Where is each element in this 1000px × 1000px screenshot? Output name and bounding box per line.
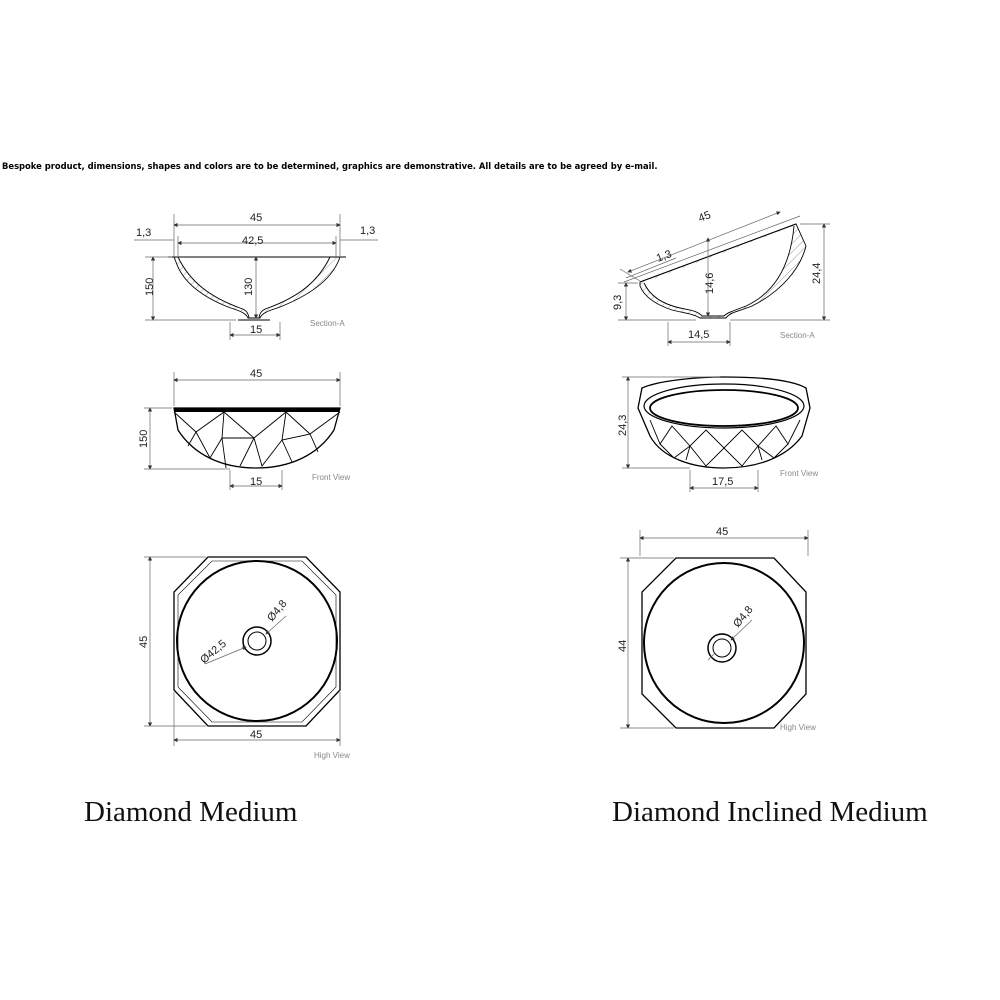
inclined-top-label: High View — [780, 723, 816, 732]
section-height-dim: 150 — [144, 278, 156, 296]
inclined-section-base-dim: 14,5 — [688, 329, 709, 341]
disclaimer-text: Bespoke product, dimensions, shapes and … — [2, 161, 658, 171]
section-width-dim: 45 — [250, 212, 262, 224]
top-width-dim: 45 — [250, 729, 262, 741]
section-inner-height-dim: 130 — [243, 278, 255, 296]
inclined-section-height-dim: 24,4 — [811, 263, 823, 284]
front-height-dim: 150 — [138, 430, 150, 448]
front-base-dim: 15 — [250, 476, 262, 488]
diamond-inclined-section-view: 45 1,3 9,3 14,6 24,4 14,5 Section-A — [612, 209, 830, 346]
inclined-front-label: Front View — [780, 469, 818, 478]
diamond-medium-section-view: 45 42,5 1,3 1,3 150 130 15 Section-A — [134, 212, 378, 340]
inclined-section-inner-height-dim: 14,6 — [704, 273, 716, 294]
top-height-dim: 45 — [138, 636, 150, 648]
front-width-dim: 45 — [250, 368, 262, 380]
inclined-section-low-height-dim: 9,3 — [612, 295, 624, 310]
diamond-medium-top-view: 45 45 Ø42,5 Ø4,8 High View — [138, 556, 350, 760]
inclined-section-width-dim: 45 — [697, 209, 713, 225]
inclined-section-rim-dim: 1,3 — [655, 248, 674, 265]
section-rim-right-dim: 1,3 — [360, 225, 375, 237]
diamond-inclined-front-view: 24,3 17,5 Front View — [617, 376, 818, 492]
inclined-front-base-dim: 17,5 — [712, 476, 733, 488]
inclined-front-height-dim: 24,3 — [617, 415, 629, 436]
inclined-section-label: Section-A — [780, 331, 815, 340]
section-rim-left-dim: 1,3 — [136, 227, 151, 239]
inclined-top-height-dim: 44 — [617, 640, 629, 652]
section-base-dim: 15 — [250, 324, 262, 336]
product-title-diamond-inclined-medium: Diamond Inclined Medium — [612, 796, 928, 828]
diamond-inclined-top-view: 45 44 Ø4,8 High View — [617, 526, 816, 732]
product-title-diamond-medium: Diamond Medium — [84, 796, 298, 828]
inclined-top-width-dim: 45 — [716, 526, 728, 538]
top-label: High View — [314, 751, 350, 760]
section-label: Section-A — [310, 319, 345, 328]
section-inner-width-dim: 42,5 — [242, 235, 263, 247]
front-label: Front View — [312, 473, 350, 482]
diamond-medium-front-view: 45 150 15 Front View — [138, 368, 350, 490]
